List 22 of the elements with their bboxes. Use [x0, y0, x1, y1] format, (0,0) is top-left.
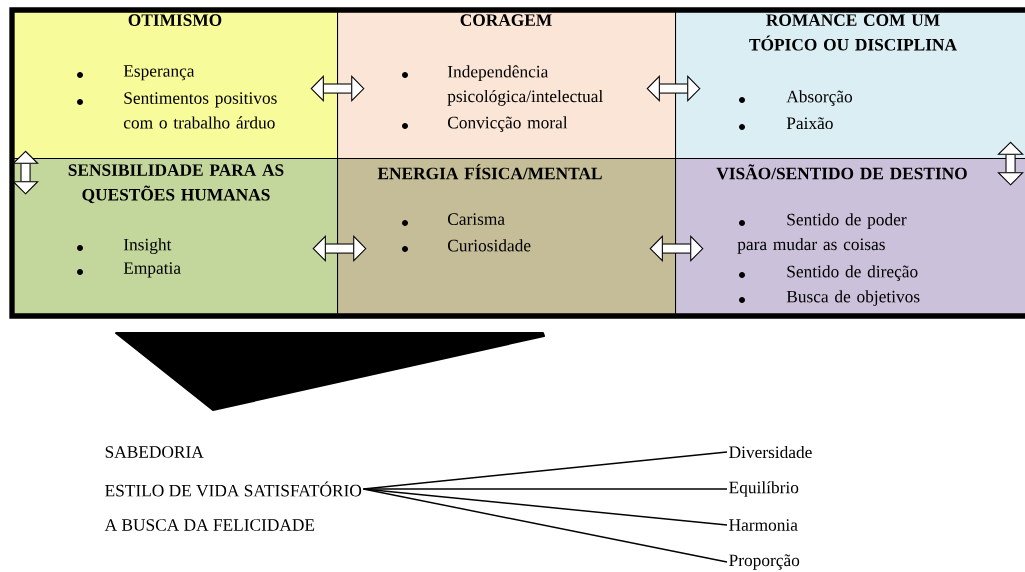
term-text: SABEDORIA: [105, 446, 204, 458]
term-text: ESTILO DE VIDA SATISFATÓRIO: [105, 481, 362, 497]
double-arrow: [310, 75, 365, 102]
connector-line: [362, 488, 728, 563]
quality-cell: ROMANCE COM UM TÓPICO OU DISCIPLINA Absorção Paixão: [675, 10, 1025, 160]
double-arrow: [646, 75, 701, 102]
connector-line: [362, 488, 728, 526]
double-arrow: [12, 150, 39, 195]
quality-cell: ENERGIA FÍSICA/MENTAL Carisma Curiosidade: [337, 158, 677, 316]
term-text: Harmonia: [729, 519, 798, 531]
double-arrow: [997, 141, 1024, 186]
term-text: A BUSCA DA FELICIDADE: [104, 519, 315, 531]
quality-cell: OTIMISMO Esperança Sentimentos positivos com o trabalho árduo: [12, 10, 339, 160]
quality-cell: VISÃO/SENTIDO DE DESTINO Sentido de poder para mudar as coisas Sentido de direção Busca de objetivos: [675, 158, 1025, 316]
quality-cell: SENSIBILIDADE PARA AS QUESTÕES HUMANAS Insight Empatia: [12, 158, 339, 316]
double-arrow: [649, 235, 704, 262]
term-text: Diversidade: [729, 445, 812, 459]
connector-line: [362, 488, 728, 490]
quality-cell: CORAGEM Independência psicológica/intelectual Convicção moral: [337, 10, 677, 160]
double-arrow: [312, 235, 367, 262]
term-text: Equilíbrio: [729, 481, 799, 497]
term-text: Proporção: [729, 554, 800, 570]
